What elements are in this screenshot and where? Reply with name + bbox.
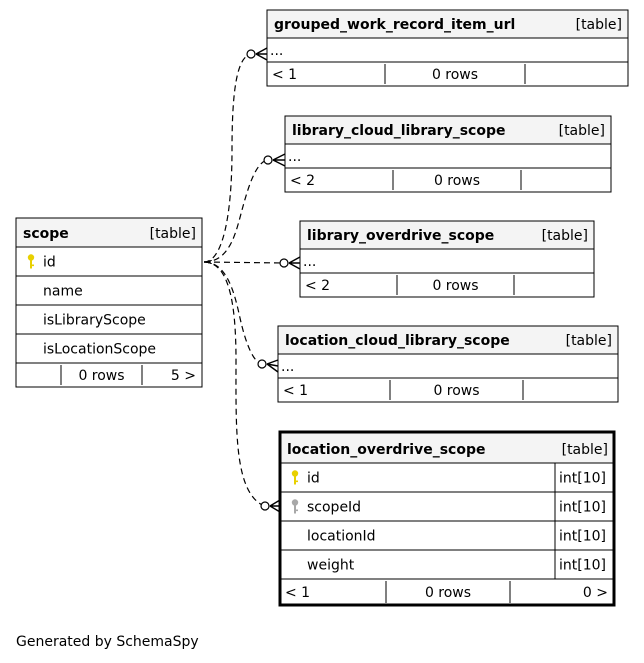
tables: grouped_work_record_item_url [table]... < … (15, 9, 629, 607)
column-row-name: name (16, 275, 202, 300)
column-row-more: ... (281, 359, 294, 375)
table-kind: [table] (562, 442, 608, 458)
column-name: ... (281, 359, 294, 375)
column-type: int[10] (559, 500, 606, 516)
crow-foot-many-mark (288, 256, 301, 270)
crow-foot-many-mark (272, 153, 286, 167)
parents-count: < 1 (285, 585, 310, 601)
column-name: id (307, 471, 320, 487)
table-kind: [table] (576, 17, 622, 33)
parents-count: < 1 (272, 67, 297, 83)
foreign-key-icon (291, 499, 299, 514)
parents-count: < 2 (290, 173, 315, 189)
column-row-id: id int[10] (291, 463, 606, 492)
table-name: location_cloud_library_scope (285, 333, 510, 349)
relationship-line (203, 159, 270, 263)
table-name: library_overdrive_scope (307, 228, 494, 244)
zero-optional-mark (246, 49, 256, 59)
children-count: 5 > (171, 368, 196, 384)
primary-key-icon (27, 254, 35, 269)
parents-count: < 2 (305, 278, 330, 294)
relationship-scope-lovs (203, 260, 281, 513)
children-count: 0 > (583, 585, 608, 601)
column-name: ... (288, 149, 301, 165)
column-type: int[10] (559, 471, 606, 487)
relationship-source-mark (204, 260, 212, 264)
row-count: 0 rows (433, 383, 479, 399)
column-row-isLibraryScope: isLibraryScope (16, 304, 202, 329)
column-row-id: id (27, 254, 56, 271)
parents-count: < 1 (283, 383, 308, 399)
table-location_cloud_library_scope[interactable]: location_cloud_library_scope [table]... < … (277, 325, 619, 403)
generated-by-label: Generated by SchemaSpy (16, 634, 199, 650)
column-row-more: ... (288, 149, 301, 165)
relationship-scope-locls (203, 260, 279, 373)
row-count: 0 rows (425, 585, 471, 601)
table-border (277, 325, 619, 403)
column-row-more: ... (270, 43, 283, 59)
relationship-line (203, 261, 265, 507)
table-header (267, 10, 628, 38)
column-name: locationId (307, 529, 376, 545)
crow-foot-many-mark (266, 359, 279, 373)
column-name: ... (270, 43, 283, 59)
table-name: grouped_work_record_item_url (274, 17, 515, 33)
relationship-line (203, 53, 253, 263)
table-header (285, 116, 611, 144)
relationship-line (203, 261, 263, 365)
column-name: ... (303, 254, 316, 270)
table-name: location_overdrive_scope (287, 442, 486, 458)
zero-optional-mark (260, 501, 270, 511)
column-name: name (43, 284, 83, 300)
column-row-scopeId: scopeId int[10] (280, 491, 614, 521)
zero-optional-mark (279, 258, 289, 268)
table-name: library_cloud_library_scope (292, 123, 505, 139)
table-header (300, 221, 594, 249)
relationship-scope-lcls (203, 153, 286, 264)
zero-optional-mark (263, 155, 273, 165)
row-count: 0 rows (432, 278, 478, 294)
relationship-scope-grouped (203, 47, 268, 264)
crow-foot-many-mark (255, 47, 268, 61)
column-name: isLocationScope (43, 342, 156, 358)
column-row-isLocationScope: isLocationScope (16, 333, 202, 358)
table-header (16, 218, 202, 247)
table-kind: [table] (566, 333, 612, 349)
zero-optional-mark (257, 359, 267, 369)
column-name: scopeId (307, 500, 361, 516)
column-type: int[10] (559, 529, 606, 545)
table-border (299, 220, 595, 298)
row-count: 0 rows (78, 368, 124, 384)
table-kind: [table] (150, 226, 196, 242)
table-border (15, 217, 203, 388)
table-kind: [table] (559, 123, 605, 139)
table-kind: [table] (542, 228, 588, 244)
crow-foot-many-mark (269, 499, 281, 513)
column-name: isLibraryScope (43, 313, 146, 329)
primary-key-icon (291, 470, 299, 485)
table-header (278, 326, 618, 354)
column-name: weight (307, 558, 355, 574)
table-library_overdrive_scope[interactable]: library_overdrive_scope [table]... < 2 0 ro… (299, 220, 595, 298)
column-row-locationId: locationId int[10] (280, 520, 614, 550)
table-header (280, 432, 614, 463)
table-location_overdrive_scope[interactable]: location_overdrive_scope [table] id int[10]… (278, 430, 616, 607)
column-row-more: ... (303, 254, 316, 270)
column-type: int[10] (559, 558, 606, 574)
relationship-line (203, 261, 285, 264)
table-scope[interactable]: scope [table] id name isLibraryScope isLocati… (15, 217, 203, 388)
relationship-lines (203, 47, 301, 513)
column-row-weight: weight int[10] (280, 549, 614, 579)
table-grouped_work_record_item_url[interactable]: grouped_work_record_item_url [table]... < … (266, 9, 629, 87)
table-name: scope (23, 226, 69, 242)
table-library_cloud_library_scope[interactable]: library_cloud_library_scope [table]... < 2… (284, 115, 612, 193)
table-border (266, 9, 629, 87)
row-count: 0 rows (432, 67, 478, 83)
table-border (284, 115, 612, 193)
column-name: id (43, 255, 56, 271)
row-count: 0 rows (434, 173, 480, 189)
table-border (278, 430, 616, 607)
